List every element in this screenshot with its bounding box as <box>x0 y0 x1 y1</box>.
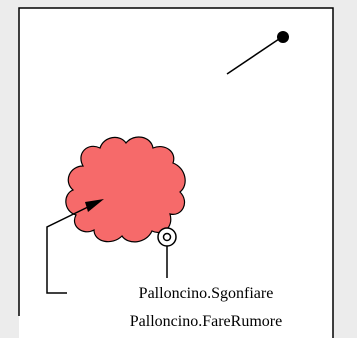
label-sgonfiare: Palloncino.Sgonfiare <box>139 285 274 302</box>
label-fare-rumore: Palloncino.FareRumore <box>130 313 282 330</box>
string-end-dot <box>277 31 289 43</box>
valve-inner <box>164 234 171 241</box>
balloon-cloud <box>66 137 185 242</box>
